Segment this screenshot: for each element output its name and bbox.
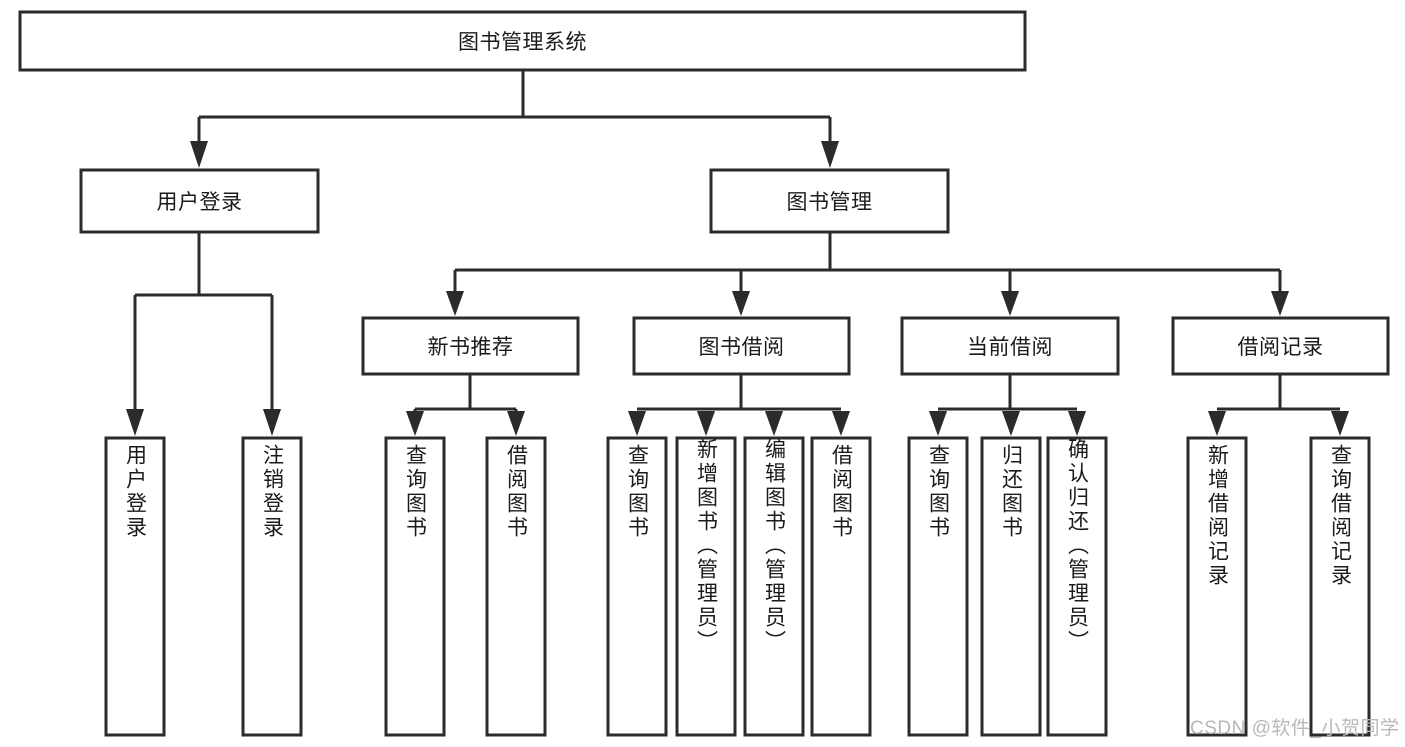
node-box-leaf-9[interactable] [980, 436, 1042, 737]
arrow-bookmgmt-to-current [1001, 291, 1019, 316]
arrow-bookmgmt-to-newbook [446, 291, 464, 316]
arrow-current-to-leaf1 [929, 411, 947, 436]
arrow-borrow-to-leaf1 [628, 411, 646, 436]
connector-layer [126, 70, 1349, 436]
arrow-records-to-leaf2 [1331, 411, 1349, 436]
node-box-leaf-7[interactable] [810, 436, 872, 737]
node-box-leaf-2[interactable] [384, 436, 446, 737]
arrow-borrow-to-leaf4 [832, 411, 850, 436]
node-box-layer [18, 10, 1390, 737]
node-box-user-login[interactable] [79, 168, 320, 234]
node-box-leaf-12[interactable] [1309, 436, 1371, 737]
arrow-records-to-leaf1 [1208, 411, 1226, 436]
arrow-newbook-to-leaf2 [507, 411, 525, 436]
node-box-leaf-3[interactable] [485, 436, 547, 737]
node-box-leaf-5[interactable] [675, 436, 737, 737]
watermark-text: CSDN @软件_小贺同学 [1190, 718, 1400, 739]
arrow-root-to-book-mgmt [821, 141, 839, 168]
node-box-leaf-10[interactable] [1046, 436, 1108, 737]
arrow-borrow-to-leaf2 [697, 411, 715, 436]
arrow-bookmgmt-to-records [1271, 291, 1289, 316]
arrow-current-to-leaf2 [1002, 411, 1020, 436]
node-box-book-borrow[interactable] [632, 316, 851, 376]
node-box-book-management[interactable] [709, 168, 950, 234]
arrow-current-to-leaf3 [1068, 411, 1086, 436]
node-box-borrow-records[interactable] [1171, 316, 1390, 376]
arrow-borrow-to-leaf3 [765, 411, 783, 436]
arrow-userlogin-to-leaf1 [126, 409, 144, 436]
arrow-bookmgmt-to-borrow [732, 291, 750, 316]
node-box-leaf-4[interactable] [606, 436, 668, 737]
node-box-new-book-recommend[interactable] [361, 316, 580, 376]
arrow-userlogin-to-leaf2 [263, 409, 281, 436]
node-box-leaf-1[interactable] [241, 436, 303, 737]
node-box-leaf-11[interactable] [1186, 436, 1248, 737]
node-box-leaf-0[interactable] [104, 436, 166, 737]
node-box-root[interactable] [18, 10, 1027, 72]
node-box-leaf-8[interactable] [907, 436, 969, 737]
node-box-current-borrow[interactable] [900, 316, 1120, 376]
arrow-newbook-to-leaf1 [406, 411, 424, 436]
arrow-root-to-user-login [190, 141, 208, 168]
node-box-leaf-6[interactable] [743, 436, 805, 737]
